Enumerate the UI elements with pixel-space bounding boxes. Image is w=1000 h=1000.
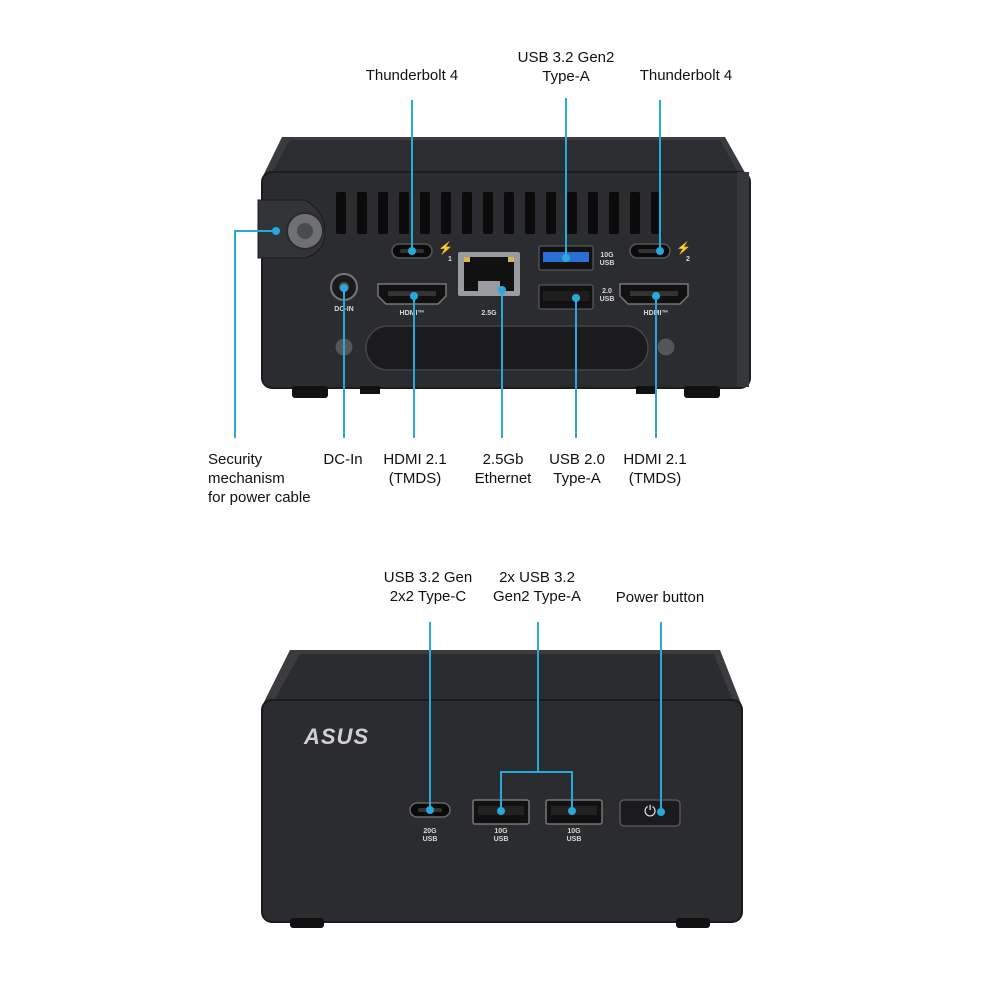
callout-line-tb4-left (411, 100, 413, 250)
label-security-line1: Security (208, 451, 263, 468)
callout-line-power (660, 622, 662, 812)
label-thunderbolt-4-right: Thunderbolt 4 (639, 67, 733, 84)
usb10g-port-label-a: 10G (600, 252, 614, 259)
asus-logo: ASUS (304, 724, 370, 749)
usba2-port-label-a: 10G (567, 828, 581, 835)
label-hdmi-left-line2: (TMDS) (388, 470, 442, 487)
rear-chassis-drawing (257, 137, 751, 398)
callout-line-usba-trunk (537, 622, 539, 772)
label-security-line3: for power cable (208, 489, 311, 506)
label-usb20-line1: USB 2.0 (549, 451, 605, 468)
callout-line-security-v (234, 230, 236, 438)
callout-dot-hdmi-left (410, 292, 418, 300)
callout-dot-usba1 (497, 807, 505, 815)
callout-dot-usbc (426, 806, 434, 814)
usbc-port-label-b: USB (422, 836, 438, 843)
label-usb32-gen2-line1: USB 3.2 Gen2 (517, 49, 615, 66)
callout-line-hdmi-left (413, 296, 415, 438)
label-usbc-line2: 2x2 Type-C (389, 588, 467, 605)
callout-line-usba-branch (500, 771, 572, 773)
label-usbc-line1: USB 3.2 Gen (383, 569, 473, 586)
callout-line-usba1 (500, 771, 502, 811)
callout-dot-usb20 (572, 294, 580, 302)
label-hdmi-right-line2: (TMDS) (628, 470, 682, 487)
label-ethernet-line2: Ethernet (474, 470, 532, 487)
usba1-port-label-b: USB (493, 836, 509, 843)
label-dcin: DC-In (323, 451, 363, 468)
callout-line-usb32 (565, 98, 567, 258)
callout-dot-tb4-right (656, 247, 664, 255)
callout-dot-usb32 (562, 254, 570, 262)
callout-line-ethernet (501, 290, 503, 438)
label-hdmi-left-line1: HDMI 2.1 (383, 451, 447, 468)
thunderbolt-2-number: 2 (686, 256, 690, 263)
hdmi-left-port-label: HDMI™ (399, 310, 425, 317)
callout-dot-hdmi-right (652, 292, 660, 300)
callout-dot-tb4-left (408, 247, 416, 255)
label-usb32-gen2-line2: Type-A (542, 68, 590, 85)
usb20-port-label-a: 2.0 (602, 288, 612, 295)
callout-line-security-h (234, 230, 278, 232)
label-usb20-line2: Type-A (553, 470, 601, 487)
callout-line-usba2 (571, 771, 573, 811)
callout-dot-power (657, 808, 665, 816)
callout-dot-security (272, 227, 280, 235)
thunderbolt-2-icon: ⚡ (676, 241, 691, 255)
usb20-port-label-b: USB (599, 296, 615, 303)
label-hdmi-right-line1: HDMI 2.1 (623, 451, 687, 468)
callout-line-usbc (429, 622, 431, 810)
label-ethernet-line1: 2.5Gb (482, 451, 524, 468)
usba2-port-label-b: USB (566, 836, 582, 843)
callout-line-tb4-right (659, 100, 661, 250)
callout-line-dcin (343, 288, 345, 438)
callout-line-usb20 (575, 298, 577, 438)
label-power-button: Power button (615, 589, 705, 606)
usb10g-port-label-b: USB (599, 260, 615, 267)
usbc-port-label-a: 20G (423, 828, 437, 835)
label-usba-line1: 2x USB 3.2 (499, 569, 575, 586)
callout-dot-dcin (340, 284, 348, 292)
power-icon[interactable]: ⏻ (644, 803, 656, 820)
label-thunderbolt-4-left: Thunderbolt 4 (365, 67, 459, 84)
thunderbolt-1-icon: ⚡ (438, 241, 453, 255)
callout-line-hdmi-right (655, 296, 657, 438)
thunderbolt-1-number: 1 (448, 256, 452, 263)
label-usba-line2: Gen2 Type-A (492, 588, 582, 605)
lan-port-label: 2.5G (481, 310, 497, 317)
callout-dot-ethernet (498, 286, 506, 294)
usba1-port-label-a: 10G (494, 828, 508, 835)
callout-dot-usba2 (568, 807, 576, 815)
label-security-line2: mechanism (208, 470, 285, 487)
